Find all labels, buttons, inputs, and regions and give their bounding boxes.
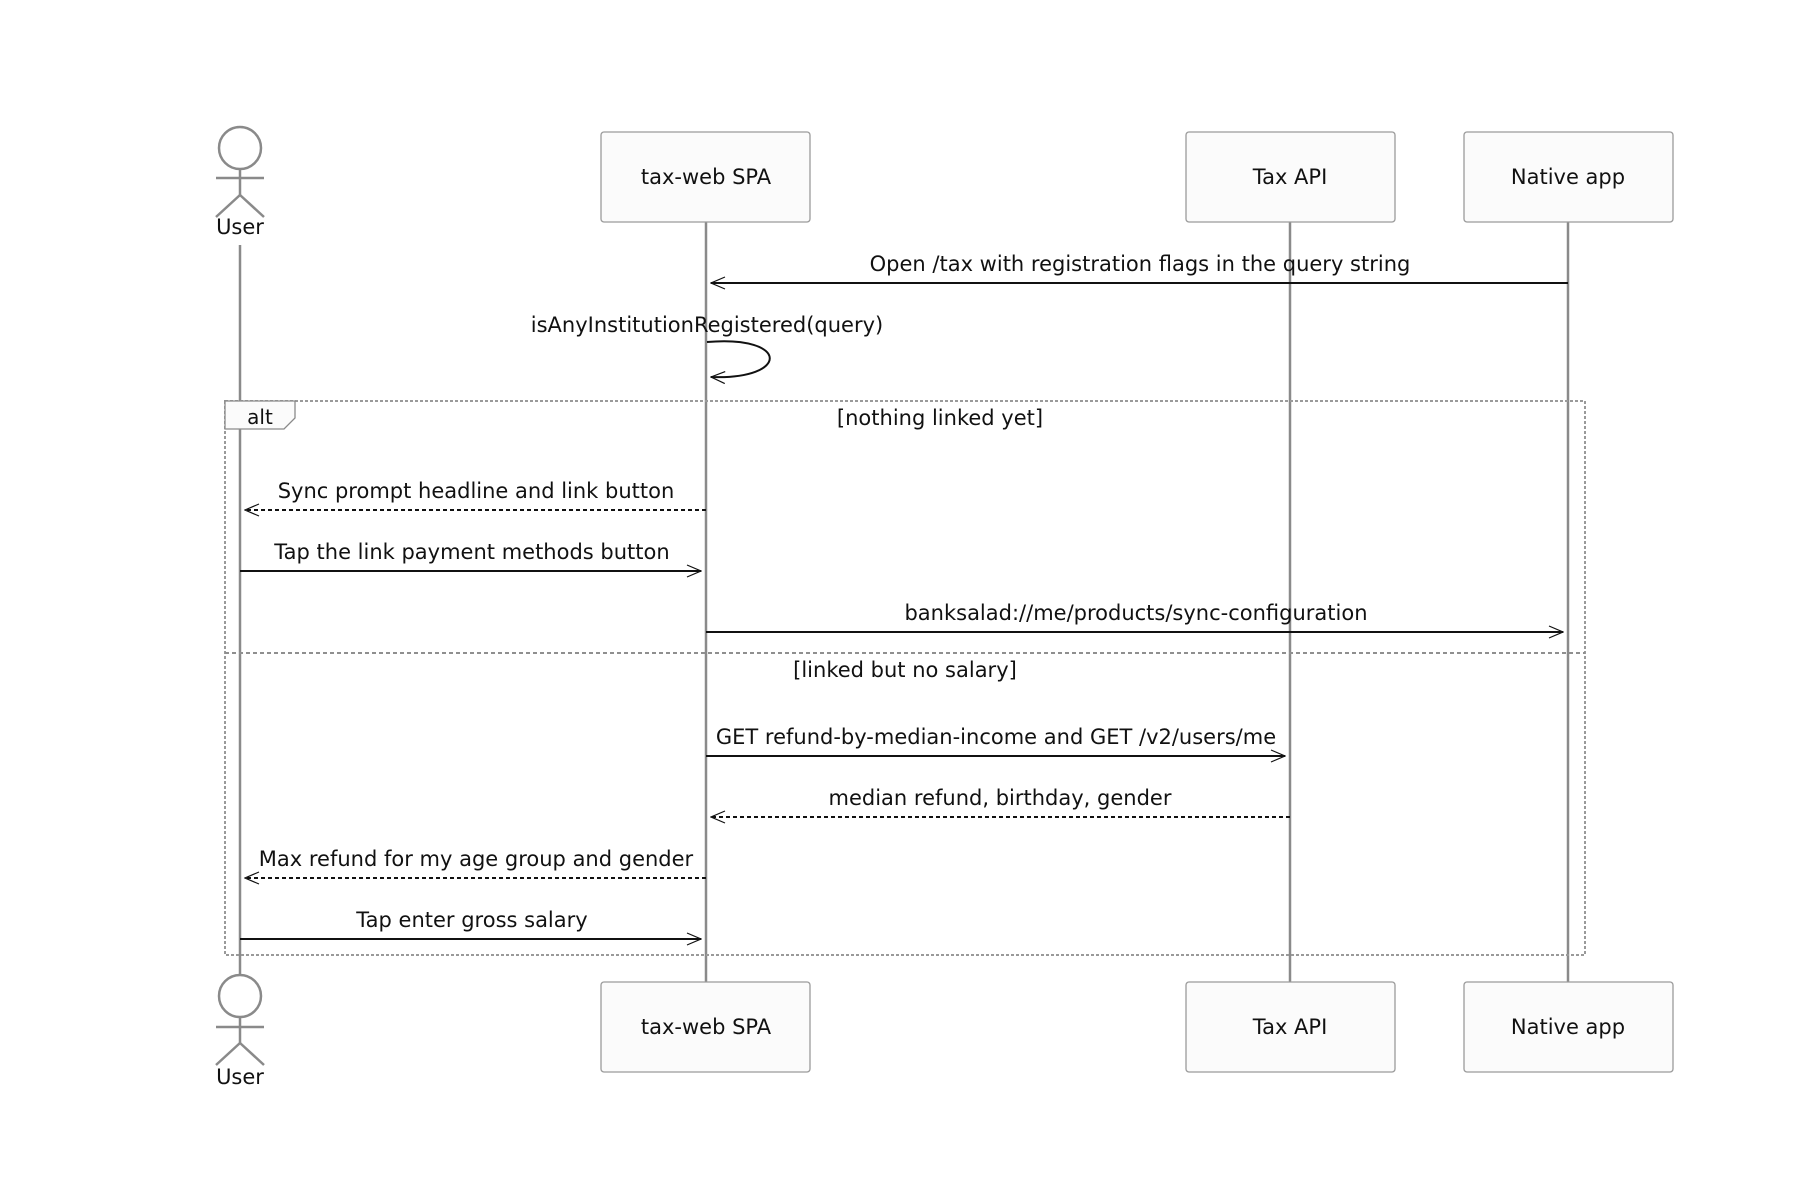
- participant-native-app-bottom-label: Native app: [1511, 1015, 1625, 1039]
- participant-tax-api-top: Tax API: [1185, 131, 1396, 223]
- participant-tax-web-spa-bottom-label: tax-web SPA: [641, 1015, 772, 1039]
- participant-tax-api-label: Tax API: [1252, 165, 1328, 189]
- message-refund-response-label: median refund, birthday, gender: [829, 786, 1172, 810]
- message-tap-salary: Tap enter gross salary: [240, 908, 701, 939]
- alt-tab: [224, 400, 296, 430]
- message-tap-link: Tap the link payment methods button: [240, 540, 701, 571]
- message-refund-response: median refund, birthday, gender: [711, 786, 1290, 817]
- alt-frame-border: [224, 400, 1586, 956]
- message-get-refund: GET refund-by-median-income and GET /v2/…: [706, 725, 1285, 756]
- participant-native-app-label: Native app: [1511, 165, 1625, 189]
- alt-label: alt: [247, 405, 273, 429]
- message-get-refund-label: GET refund-by-median-income and GET /v2/…: [716, 725, 1276, 749]
- actor-user-bottom: User: [215, 973, 265, 1089]
- participant-tax-api-bottom: Tax API: [1185, 981, 1396, 1073]
- message-max-refund-label: Max refund for my age group and gender: [259, 847, 694, 871]
- alt-condition-nothing-linked: [nothing linked yet]: [837, 406, 1043, 430]
- message-sync-prompt-label: Sync prompt headline and link button: [278, 479, 675, 503]
- message-open-tax-label: Open /tax with registration flags in the…: [870, 252, 1411, 276]
- participant-tax-web-spa-label: tax-web SPA: [641, 165, 772, 189]
- participant-tax-api-bottom-label: Tax API: [1252, 1015, 1328, 1039]
- message-self-check-label: isAnyInstitutionRegistered(query): [531, 313, 883, 337]
- user-figure-bottom-icon: [215, 973, 265, 1066]
- message-sync-prompt: Sync prompt headline and link button: [245, 479, 706, 510]
- message-deeplink: banksalad://me/products/sync-configurati…: [706, 601, 1563, 632]
- actor-user-top: User: [215, 125, 265, 239]
- message-deeplink-label: banksalad://me/products/sync-configurati…: [904, 601, 1367, 625]
- alt-fragment: alt [nothing linked yet] [linked but no …: [224, 400, 1586, 956]
- participant-native-app-top: Native app: [1463, 131, 1674, 223]
- message-open-tax: Open /tax with registration flags in the…: [711, 252, 1568, 283]
- participant-tax-web-spa-top: tax-web SPA: [600, 131, 811, 223]
- actor-user-label: User: [216, 215, 264, 239]
- alt-condition-linked-no-salary: [linked but no salary]: [793, 658, 1017, 682]
- actor-user-bottom-label: User: [216, 1065, 264, 1089]
- participant-native-app-bottom: Native app: [1463, 981, 1674, 1073]
- message-max-refund: Max refund for my age group and gender: [245, 847, 706, 878]
- user-figure-icon: [215, 125, 265, 218]
- message-tap-salary-label: Tap enter gross salary: [355, 908, 587, 932]
- message-tap-link-label: Tap the link payment methods button: [273, 540, 669, 564]
- message-self-check: isAnyInstitutionRegistered(query): [531, 313, 883, 377]
- participant-tax-web-spa-bottom: tax-web SPA: [600, 981, 811, 1073]
